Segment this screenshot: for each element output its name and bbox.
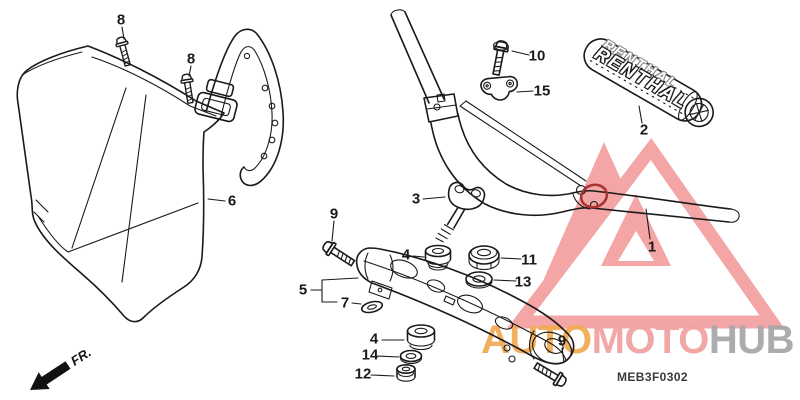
number-plate-drawing	[16, 45, 225, 323]
bar-clamp-collar-drawing	[423, 93, 459, 123]
part-label-11: 11	[521, 251, 537, 269]
number-plate-strap-drawing	[205, 28, 285, 187]
handlebar-drawing	[390, 9, 740, 223]
watermark-text-moto: MOTO	[591, 318, 710, 362]
part-label-15: 15	[533, 82, 551, 100]
nut-11-drawing	[468, 245, 500, 271]
fr-arrow-icon	[30, 361, 71, 390]
watermark-triangle-delta	[601, 194, 671, 266]
washer-14-drawing	[399, 349, 423, 365]
part-label-5: 5	[298, 281, 308, 299]
part-label-2: 2	[639, 121, 649, 139]
part-label-8: 8	[116, 11, 126, 29]
bushing-4-lower-drawing	[406, 324, 436, 351]
handle-holder-3-drawing	[435, 181, 486, 243]
part-label-4: 4	[369, 330, 379, 348]
part-label-4: 4	[401, 246, 411, 264]
fork-bridge-5-drawing	[355, 247, 575, 365]
grip-drawing	[583, 38, 714, 128]
part-label-9: 9	[557, 332, 567, 350]
highlight-circle	[579, 183, 609, 209]
part-label-3: 3	[411, 190, 421, 208]
bolt-10-head-flange	[493, 41, 509, 51]
strap-buckle-drawing	[194, 78, 238, 123]
watermark-text-hub: HUB	[708, 318, 795, 362]
washer-13-drawing	[465, 271, 493, 289]
part-label-7: 7	[340, 294, 350, 312]
part-label-8: 8	[186, 50, 196, 68]
part-label-13: 13	[514, 273, 532, 291]
part-label-1: 1	[647, 238, 657, 256]
part-label-12: 12	[354, 365, 372, 383]
part-label-9: 9	[329, 205, 339, 223]
part-label-6: 6	[227, 192, 237, 210]
leader-lines	[121, 26, 651, 377]
washer-7-drawing	[360, 300, 384, 314]
diagram-code: MEB3F0302	[617, 370, 688, 384]
part-label-10: 10	[528, 47, 546, 65]
watermark-triangle-delta-cutout	[618, 231, 654, 261]
bushing-12-drawing	[396, 363, 416, 382]
part-label-14: 14	[361, 346, 379, 364]
upper-holder-clamp-15-drawing	[480, 75, 519, 101]
